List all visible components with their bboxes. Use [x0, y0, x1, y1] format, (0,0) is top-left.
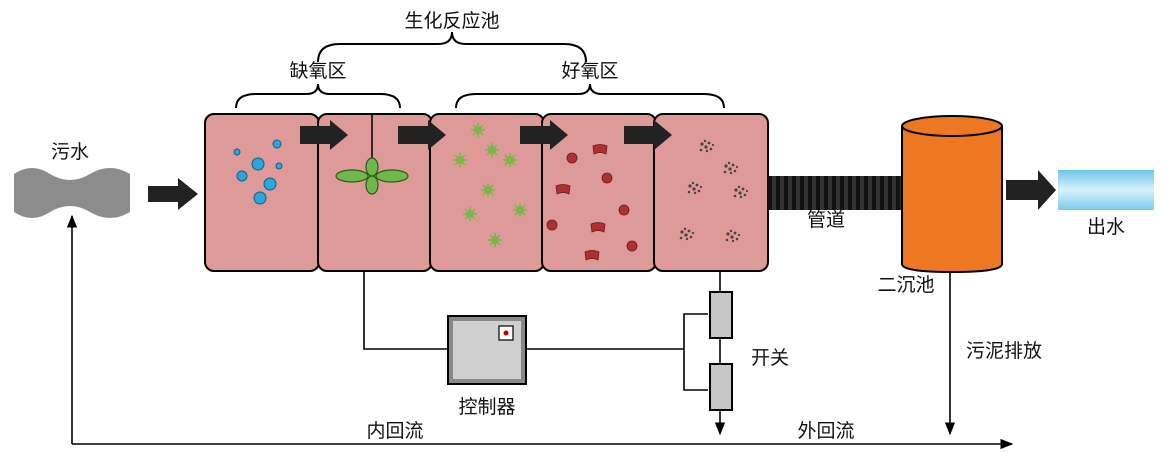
- aerobic-label: 好氧区: [561, 60, 618, 82]
- flow-arrow-2: [398, 120, 446, 150]
- effluent-label: 出水: [1087, 216, 1125, 238]
- switch-wire: [683, 313, 708, 391]
- clarifier-tank: [901, 125, 1003, 274]
- sewage-label: 污水: [51, 141, 89, 163]
- tank-flow-arrows: [300, 120, 672, 150]
- inflow-arrow: [148, 178, 198, 210]
- pipe-label: 管道: [807, 209, 845, 231]
- switch-label: 开关: [751, 347, 789, 369]
- pipe-icon: [768, 176, 904, 210]
- stirrer-icon: [335, 114, 409, 195]
- controller-light: [503, 330, 509, 336]
- effluent-water-icon: [1058, 170, 1154, 210]
- anoxic-brace: [235, 83, 401, 109]
- sewage-icon: [14, 168, 130, 218]
- outflow-arrow: [1006, 170, 1056, 210]
- particles-red-icon: [546, 144, 638, 261]
- reactor-label: 生化反应池: [404, 10, 499, 32]
- anoxic-label: 缺氧区: [289, 60, 346, 82]
- reactor-brace: [317, 31, 587, 63]
- controller-wire-left: [363, 271, 448, 350]
- bubbles-icon: [233, 139, 283, 205]
- flow-arrow-4: [624, 120, 672, 150]
- flow-arrow-1: [300, 120, 348, 150]
- aerobic-tank-3: [653, 113, 769, 272]
- external-return-label: 外回流: [797, 420, 854, 442]
- flow-arrow-3: [520, 120, 568, 150]
- switch-icon-1[interactable]: [709, 291, 733, 339]
- internal-return-label: 内回流: [366, 420, 423, 442]
- switch-icon-2[interactable]: [709, 363, 733, 411]
- clarifier-label: 二沉池: [877, 274, 934, 296]
- controller-label: 控制器: [458, 396, 515, 418]
- clarifier-top: [901, 115, 1003, 137]
- sludge-label: 污泥排放: [966, 340, 1042, 362]
- aerobic-brace: [455, 83, 725, 109]
